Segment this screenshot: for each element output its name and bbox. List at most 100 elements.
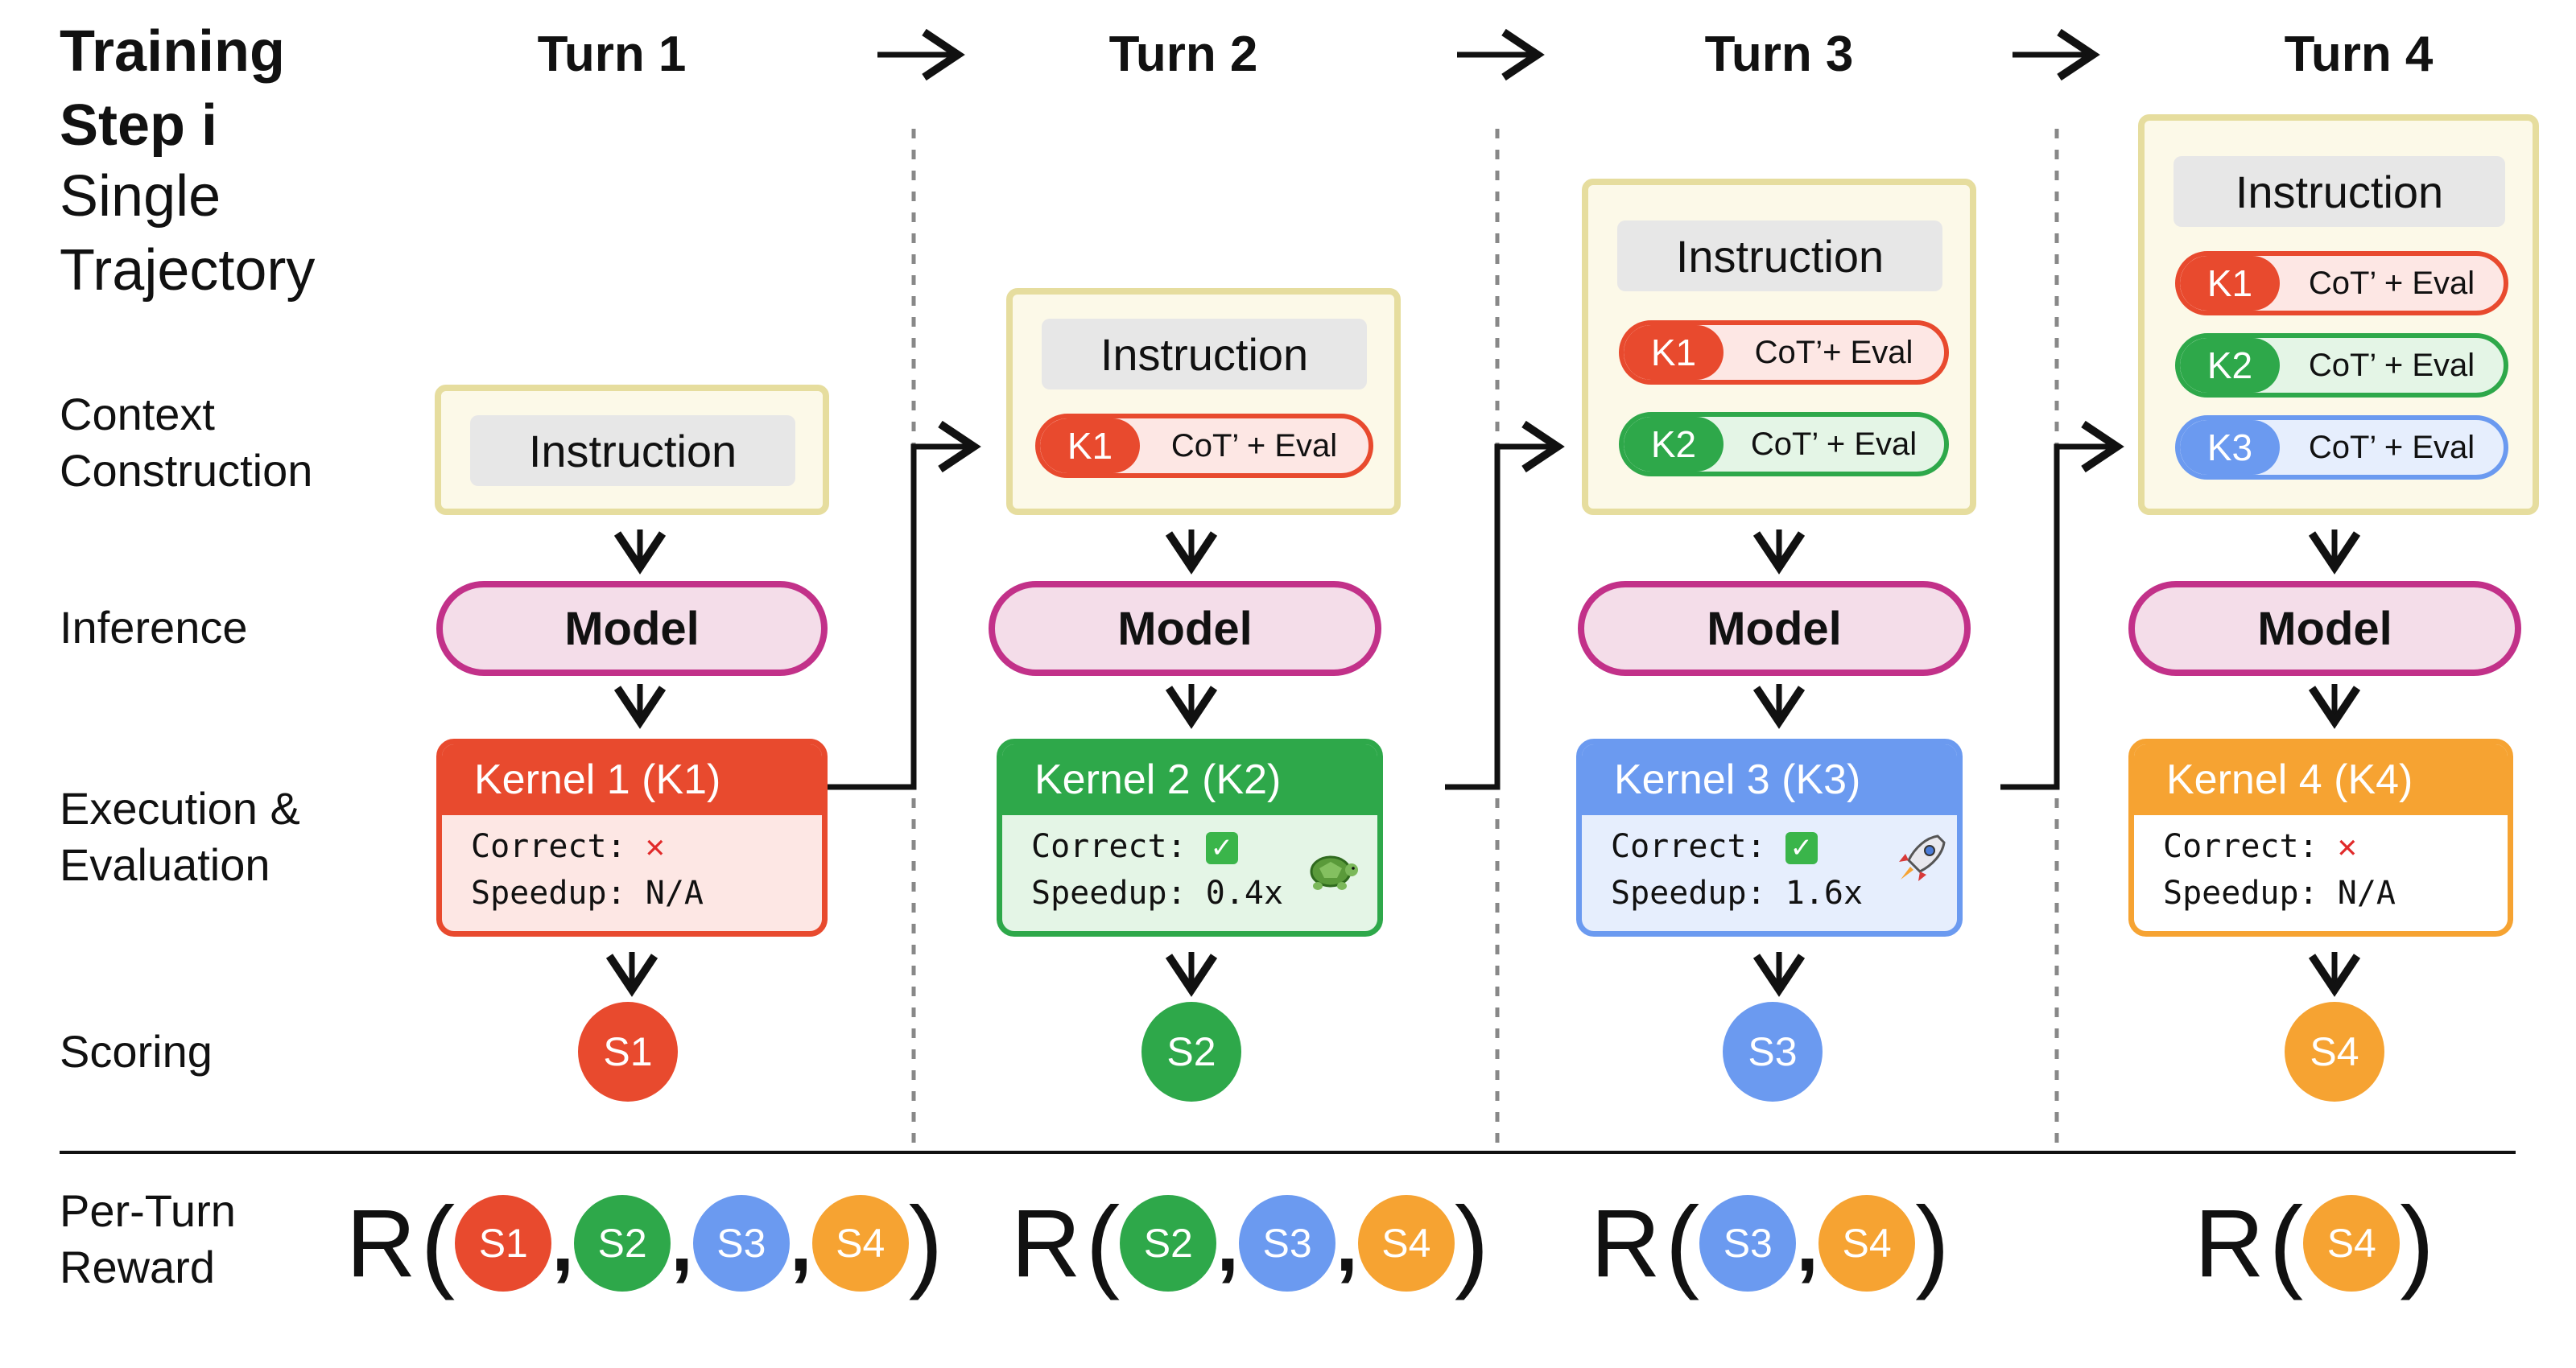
reward-score-circle: S3 [1699,1195,1797,1292]
reward-score-circle: S1 [455,1195,552,1292]
correct-label: Correct: [1031,828,1187,865]
open-paren: ( [1085,1185,1121,1301]
score-circle-turn-3: S3 [1723,1002,1823,1102]
context-box-turn-2: Instruction K1 CoT’ + Eval [1006,288,1401,515]
context-box-turn-4: Instruction K1 CoT’ + Eval K2 CoT’ + Eva… [2138,114,2539,515]
close-paren: ) [2400,1185,2434,1301]
instruction-block: Instruction [1617,220,1942,291]
row-label-reward-line2: Reward [60,1242,215,1292]
correct-label: Correct: [471,828,626,865]
context-box-turn-1: Instruction [435,385,829,515]
speedup-value: N/A [645,875,704,912]
kernel-card-turn-2: Kernel 2 (K2) Correct: ✓ Speedup: 0.4x [997,739,1383,937]
close-paren: ) [1454,1185,1489,1301]
check-icon: ✓ [1205,832,1238,864]
context-box-turn-3: Instruction K1 CoT’+ Eval K2 CoT’ + Eval [1582,179,1976,515]
kernel-title: Kernel 4 (K4) [2134,744,2508,815]
trajectory-title: Single Trajectory [60,159,315,307]
single-label: Single [60,164,221,229]
history-pill-k2: K2 CoT’ + Eval [1619,412,1949,476]
kernel-title: Kernel 1 (K1) [442,744,822,815]
reward-turn-3: R ( S3 , S4 ) [1591,1175,1950,1312]
comma: , [1335,1197,1358,1288]
instruction-block: Instruction [2174,156,2505,227]
row-label-reward: Per-Turn Reward [60,1183,236,1296]
incorrect-icon: ✕ [2337,828,2357,865]
instruction-block: Instruction [1042,319,1367,389]
comma: , [1796,1197,1819,1288]
history-pill-k2: K2 CoT’ + Eval [2175,333,2508,398]
kernel-card-turn-4: Kernel 4 (K4) Correct: ✕ Speedup: N/A [2128,739,2513,937]
kernel-results: Correct: ✓ Speedup: 0.4x [1002,815,1377,917]
open-paren: ( [2268,1185,2304,1301]
training-step-title: Training Step i [60,14,285,163]
history-tag: K1 [1040,418,1140,473]
turn-1-title: Turn 1 [537,27,687,82]
elbow-connector-2 [1445,420,1565,790]
reward-score-circle: S3 [1239,1195,1336,1292]
row-label-execution: Execution & Evaluation [60,781,300,893]
score-circle-turn-4: S4 [2285,1002,2384,1102]
kernel-card-turn-3: Kernel 3 (K3) Correct: ✓ Speedup: 1.6x [1576,739,1963,937]
kernel-results: Correct: ✕ Speedup: N/A [2134,815,2508,917]
speedup-value: N/A [2337,875,2396,912]
model-box-turn-3: Model [1578,581,1971,676]
history-tag: K1 [2180,256,2280,311]
history-text: CoT’ + Eval [2308,347,2475,383]
history-text: CoT’ + Eval [1170,427,1338,464]
speedup-label: Speedup: [1031,875,1187,912]
history-tag: K3 [2180,420,2280,475]
model-box-turn-4: Model [2128,581,2521,676]
reward-function-R: R [1591,1189,1661,1297]
reward-score-circle: S2 [574,1195,671,1292]
instruction-block: Instruction [470,415,795,486]
reward-score-circle: S2 [1120,1195,1217,1292]
turtle-icon [1310,855,1358,890]
incorrect-icon: ✕ [645,828,665,865]
history-text: CoT’+ Eval [1754,334,1913,370]
history-pill-k1: K1 CoT’+ Eval [1619,320,1949,385]
comma: , [789,1197,812,1288]
score-circle-turn-2: S2 [1141,1002,1241,1102]
model-box-turn-2: Model [989,581,1381,676]
history-text: CoT’ + Eval [2308,429,2475,465]
trajectory-label: Trajectory [60,238,316,303]
row-label-reward-line1: Per-Turn [60,1185,236,1236]
history-text: CoT’ + Eval [1750,426,1918,462]
reward-score-circle: S4 [1357,1195,1455,1292]
comma: , [551,1197,575,1288]
reward-function-R: R [1011,1189,1081,1297]
turn-2-title: Turn 2 [1108,27,1258,82]
down-arrows-turn-1 [605,529,667,997]
kernel-results: Correct: ✓ Speedup: 1.6x [1582,815,1957,917]
reward-score-circle: S4 [811,1195,909,1292]
speedup-value: 1.6x [1785,875,1864,912]
history-pill-k3: K3 CoT’ + Eval [2175,415,2508,480]
row-label-inference: Inference [60,602,248,653]
turn-4-title: Turn 4 [2284,27,2434,82]
history-tag: K2 [1624,417,1724,472]
rocket-icon [1899,834,1946,881]
step-label: Step i [60,93,218,158]
score-circle-turn-1: S1 [578,1002,678,1102]
reward-score-circle: S3 [692,1195,790,1292]
speedup-label: Speedup: [1611,875,1766,912]
row-label-exec-line1: Execution & [60,783,300,834]
correct-label: Correct: [1611,828,1766,865]
row-label-context-line1: Context [60,389,215,439]
comma: , [1216,1197,1240,1288]
reward-score-circle: S4 [2303,1195,2401,1292]
kernel-results: Correct: ✕ Speedup: N/A [442,815,822,917]
comma: , [671,1197,693,1288]
open-paren: ( [1665,1185,1700,1301]
training-label: Training [60,19,286,84]
history-text: CoT’ + Eval [2308,265,2475,301]
open-paren: ( [420,1185,456,1301]
model-box-turn-1: Model [436,581,828,676]
history-tag: K2 [2180,338,2280,393]
speedup-label: Speedup: [2163,875,2318,912]
row-label-exec-line2: Evaluation [60,839,270,890]
elbow-connector-3 [2000,420,2124,790]
reward-function-R: R [2194,1189,2264,1297]
history-pill-k1: K1 CoT’ + Eval [1035,414,1373,478]
